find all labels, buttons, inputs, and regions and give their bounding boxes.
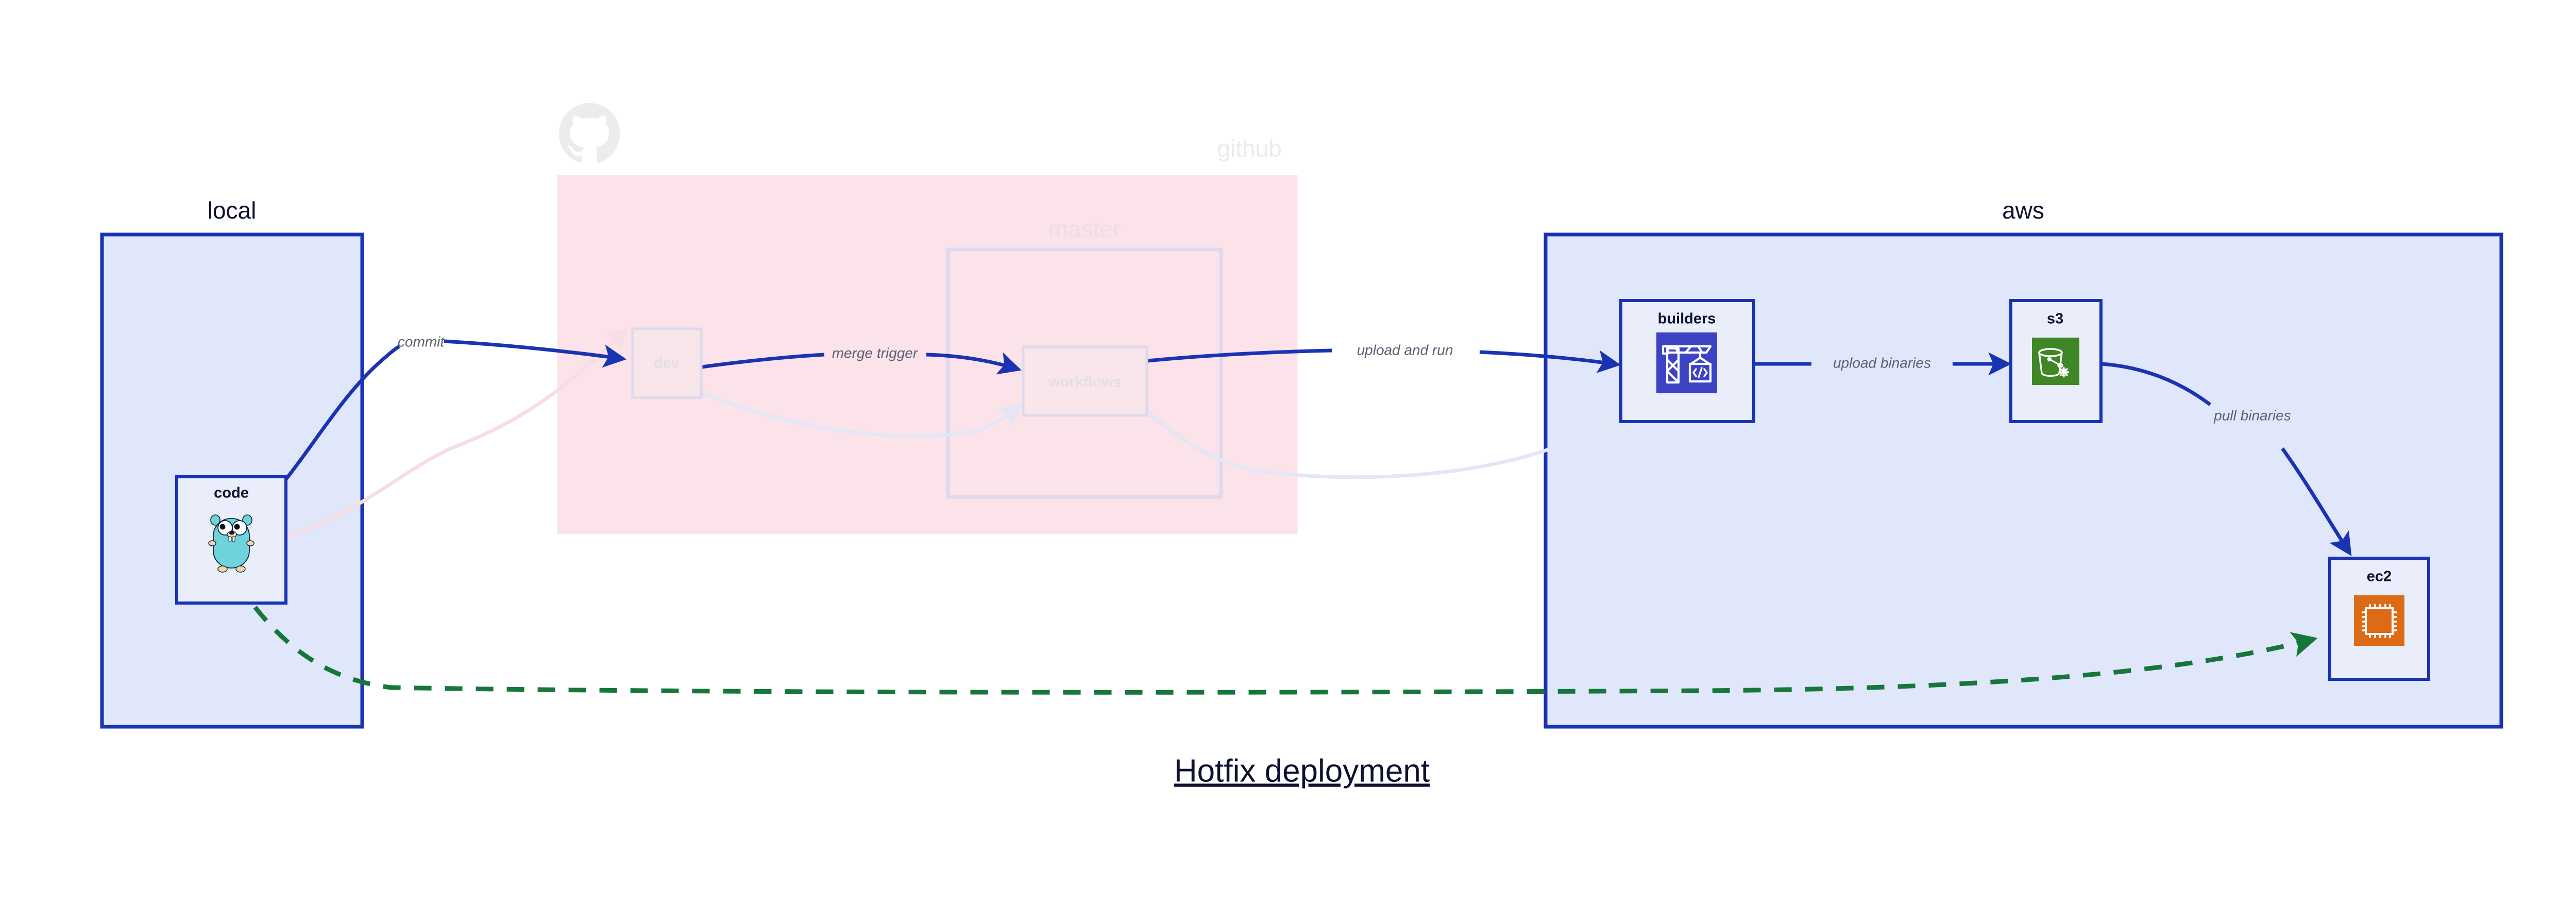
edge-label-upload-binaries: upload binaries	[1833, 355, 1931, 371]
node-workflows-label: workflows	[1048, 374, 1122, 391]
node-s3[interactable]: s3	[2009, 299, 2103, 423]
edge-dev-to-workflows-faded	[701, 391, 1023, 438]
s3-bucket-glacier-icon	[2032, 338, 2079, 385]
cluster-github-label: github	[1217, 135, 1281, 162]
edge-pull-binaries-bottom	[2281, 447, 2352, 556]
crane-code-icon	[1656, 332, 1717, 393]
cluster-master-label: master	[1048, 215, 1121, 242]
cluster-local: local	[100, 197, 364, 729]
node-dev-rect[interactable]	[631, 327, 703, 399]
edge-label-merge-trigger: merge trigger	[832, 345, 919, 361]
node-ec2-label: ec2	[2367, 569, 2392, 585]
edge-code-to-dev-faded	[285, 327, 629, 538]
page-title: Hotfix deployment	[1174, 753, 1430, 789]
node-dev-label: dev	[654, 355, 680, 372]
cluster-aws-label: aws	[2002, 197, 2044, 224]
node-workflows-rect[interactable]	[1022, 345, 1148, 417]
node-workflows[interactable]: workflows	[1022, 345, 1148, 417]
cpu-chip-icon	[2354, 595, 2404, 646]
edge-label-pull-binaries: pull binaries	[2213, 407, 2291, 423]
edge-upload-and-run-right	[1479, 350, 1621, 373]
edge-workflows-to-builders-faded	[1146, 407, 1620, 479]
edge-commit-right	[444, 339, 627, 368]
node-dev[interactable]: dev	[631, 327, 703, 399]
github-octocat-logo	[559, 103, 620, 163]
cluster-local-label: local	[208, 197, 257, 224]
node-s3-label: s3	[2047, 311, 2063, 327]
node-builders-label: builders	[1658, 311, 1716, 327]
node-code-label: code	[214, 485, 249, 502]
node-builders[interactable]: builders	[1619, 299, 1755, 423]
edge-label-commit: commit	[398, 333, 445, 349]
edge-merge-trigger-left	[701, 353, 825, 369]
edge-merge-trigger-right	[926, 352, 1022, 375]
edge-label-upload-and-run: upload and run	[1357, 342, 1453, 358]
node-ec2[interactable]: ec2	[2328, 557, 2430, 681]
edge-pull-binaries-top	[2102, 362, 2212, 406]
go-gopher-icon	[208, 514, 255, 573]
node-code[interactable]: code	[175, 475, 287, 605]
edge-upload-and-run-left	[1147, 348, 1332, 363]
edge-commit-left	[272, 344, 400, 496]
